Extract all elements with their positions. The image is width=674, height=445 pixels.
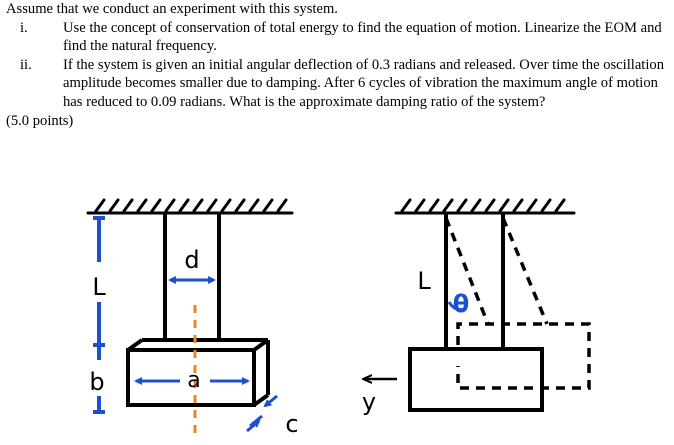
label-d: d — [184, 246, 199, 274]
problem-intro: Assume that we conduct an experiment wit… — [6, 1, 338, 17]
dimension-c — [246, 394, 278, 433]
right-view: θ L y — [362, 198, 591, 416]
left-view: L b d a c — [86, 198, 299, 440]
problem-statement: Assume that we conduct an experiment wit… — [6, 0, 668, 130]
support-rods-right — [444, 214, 505, 349]
block-right — [408, 347, 544, 412]
displaced-position — [444, 217, 591, 390]
label-L-right: L — [417, 267, 431, 295]
block-left — [126, 338, 270, 407]
item-text: Use the concept of conservation of total… — [63, 19, 662, 55]
item-number: ii. — [20, 56, 32, 73]
label-b: b — [89, 368, 104, 396]
dimension-b — [93, 345, 105, 414]
item-number: i. — [20, 19, 28, 36]
problem-item-1: i. Use the concept of conservation of to… — [6, 19, 668, 56]
label-y: y — [362, 388, 376, 416]
points-value: (5.0 points) — [6, 112, 74, 129]
item-text: If the system is given an initial angula… — [63, 56, 664, 110]
label-a: a — [187, 368, 200, 393]
angle-arc — [447, 301, 467, 312]
label-L-left: L — [92, 273, 106, 301]
label-theta: θ — [453, 290, 470, 318]
ceiling-right — [394, 198, 576, 215]
label-c: c — [285, 410, 298, 438]
support-rods-left — [163, 214, 221, 342]
ceiling-left — [86, 198, 294, 215]
problem-item-2: ii. If the system is given an initial an… — [6, 56, 668, 112]
